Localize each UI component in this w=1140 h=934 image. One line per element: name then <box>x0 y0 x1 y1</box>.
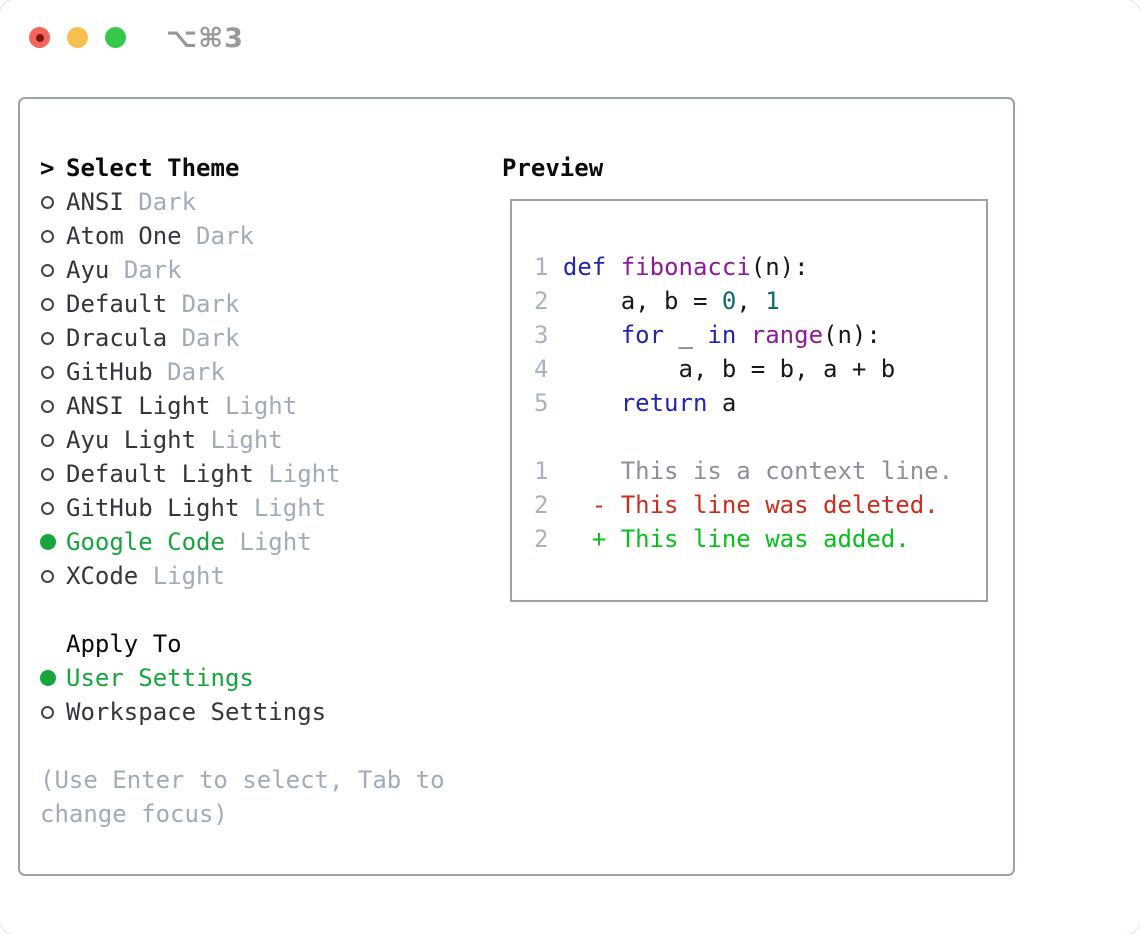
select-theme-title: Select Theme <box>66 154 240 182</box>
code-line: 1 def fibonacci(n): <box>534 253 809 281</box>
option-label: Ayu Light Light <box>66 426 283 454</box>
radio-icon <box>40 467 66 481</box>
radio-icon <box>40 331 66 345</box>
select-theme-header: > Select Theme <box>40 151 502 185</box>
theme-option-atom-one[interactable]: Atom One Dark <box>40 219 502 253</box>
radio-icon <box>40 705 66 719</box>
apply-to-header: Apply To <box>40 627 502 661</box>
option-label: Atom One Dark <box>66 222 254 250</box>
theme-option-default-light[interactable]: Default Light Light <box>40 457 502 491</box>
line-number: 1 <box>534 253 563 281</box>
spacer <box>40 593 502 627</box>
theme-option-ansi[interactable]: ANSI Dark <box>40 185 502 219</box>
zoom-button[interactable] <box>105 27 126 48</box>
radio-icon <box>40 195 66 209</box>
apply-option-user-settings[interactable]: User Settings <box>40 661 502 695</box>
radio-selected-icon <box>40 534 66 550</box>
code-line: 2 - This line was deleted. <box>534 491 939 519</box>
line-number: 2 <box>534 491 563 519</box>
line-number: 3 <box>534 321 563 349</box>
code-line: 2 a, b = 0, 1 <box>534 287 780 315</box>
theme-option-ansi-light[interactable]: ANSI Light Light <box>40 389 502 423</box>
option-label: Google Code Light <box>66 528 312 556</box>
theme-option-default[interactable]: Default Dark <box>40 287 502 321</box>
line-number: 4 <box>534 355 563 383</box>
line-number: 2 <box>534 287 563 315</box>
radio-icon <box>40 263 66 277</box>
option-label: Default Light Light <box>66 460 341 488</box>
prompt-caret: > <box>40 154 55 182</box>
option-label: Ayu Dark <box>66 256 182 284</box>
option-label: ANSI Light Light <box>66 392 298 420</box>
apply-option-workspace-settings[interactable]: Workspace Settings <box>40 695 502 729</box>
radio-icon <box>40 569 66 583</box>
option-label: GitHub Dark <box>66 358 225 386</box>
preview-column: Preview 1 def fibonacci(n): 2 a, b = 0, 1… <box>502 151 1013 874</box>
option-label: Dracula Dark <box>66 324 240 352</box>
line-number: 5 <box>534 389 563 417</box>
code-preview-box: 1 def fibonacci(n): 2 a, b = 0, 1 3 for _ … <box>510 199 988 602</box>
option-label: User Settings <box>66 664 254 692</box>
traffic-lights <box>29 27 126 48</box>
code-line <box>534 420 986 454</box>
code-line: 1 This is a context line. <box>534 457 954 485</box>
code-line: 2 + This line was added. <box>534 525 910 553</box>
keyboard-hint: (Use Enter to select, Tab to change focu… <box>40 766 445 828</box>
radio-icon <box>40 297 66 311</box>
radio-selected-icon <box>40 670 66 686</box>
theme-option-github[interactable]: GitHub Dark <box>40 355 502 389</box>
window-title: ⌥⌘3 <box>166 23 244 54</box>
option-label: Default Dark <box>66 290 240 318</box>
code-line: 3 for _ in range(n): <box>534 321 881 349</box>
theme-option-xcode[interactable]: XCode Light <box>40 559 502 593</box>
radio-icon <box>40 399 66 413</box>
close-button[interactable] <box>29 27 50 48</box>
close-dot-icon <box>35 33 44 42</box>
code-line: 5 return a <box>534 389 737 417</box>
radio-icon <box>40 433 66 447</box>
theme-option-ayu[interactable]: Ayu Dark <box>40 253 502 287</box>
titlebar: ⌥⌘3 <box>0 0 1140 80</box>
radio-icon <box>40 365 66 379</box>
theme-option-github-light[interactable]: GitHub Light Light <box>40 491 502 525</box>
preview-title: Preview <box>502 154 604 182</box>
theme-option-ayu-light[interactable]: Ayu Light Light <box>40 423 502 457</box>
option-label: Workspace Settings <box>66 698 327 726</box>
code-line: 4 a, b = b, a + b <box>534 355 896 383</box>
radio-icon <box>40 229 66 243</box>
line-number: 2 <box>534 525 563 553</box>
theme-option-google-code[interactable]: Google Code Light <box>40 525 502 559</box>
option-label: XCode Light <box>66 562 225 590</box>
minimize-button[interactable] <box>67 27 88 48</box>
radio-icon <box>40 501 66 515</box>
apply-to-title: Apply To <box>66 630 182 658</box>
option-label: GitHub Light Light <box>66 494 327 522</box>
line-number: 1 <box>534 457 563 485</box>
option-label: ANSI Dark <box>66 188 197 216</box>
theme-option-dracula[interactable]: Dracula Dark <box>40 321 502 355</box>
